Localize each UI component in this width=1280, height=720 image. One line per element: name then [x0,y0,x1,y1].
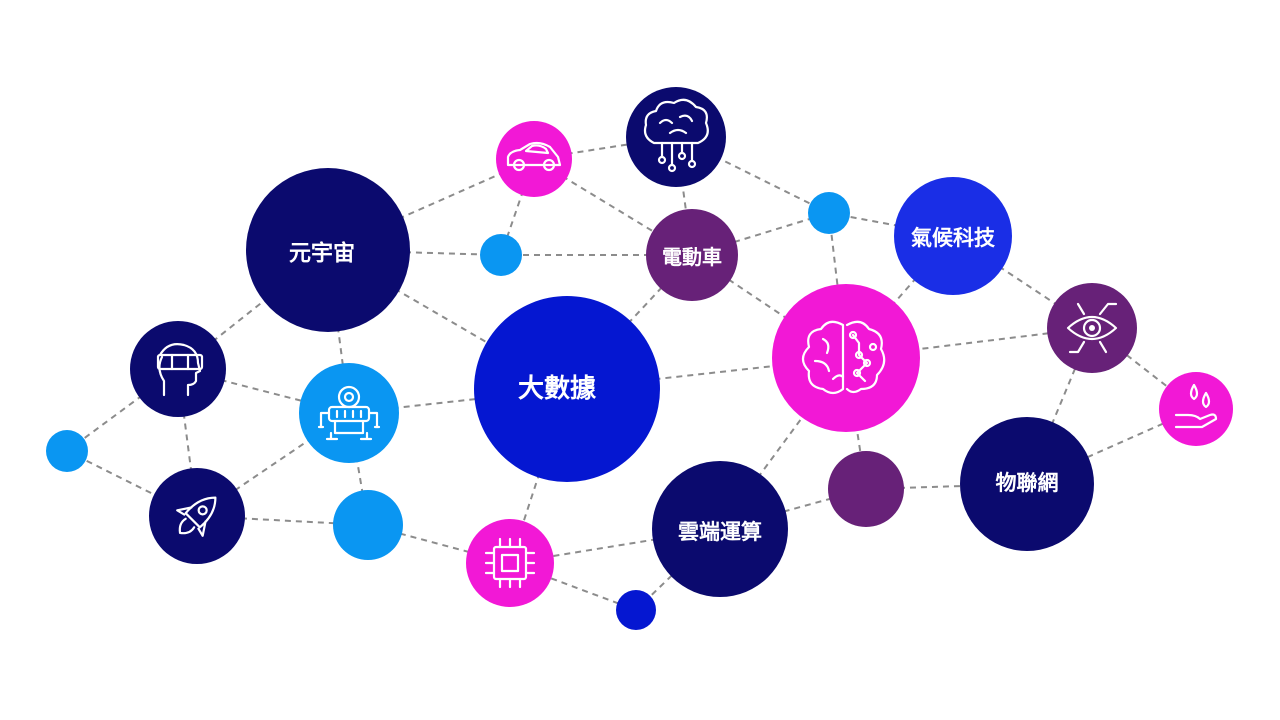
brain-icon [801,320,886,395]
node-circle [246,168,410,332]
node-circle [894,177,1012,295]
node-vr-headset[interactable] [130,321,226,417]
node-ai-brain[interactable] [772,284,920,432]
robot-icon [317,385,381,441]
eye-icon [1066,302,1118,354]
edge-robot-dot-c [348,412,369,526]
node-circle [828,451,904,527]
node-dot-e[interactable] [616,590,656,630]
node-rocket[interactable] [149,468,245,564]
edge-metaverse-dot-a [327,249,502,256]
node-water-hand[interactable] [1159,372,1233,446]
node-circle [46,430,88,472]
car-icon [506,141,562,172]
node-circle [772,284,920,432]
node-circle [496,121,572,197]
node-circle [299,363,399,463]
node-label-big-data: 大數據 [518,374,597,404]
node-circle [474,296,660,482]
edge-ai-brain-digital-eye [845,327,1093,359]
node-big-data[interactable]: 大數據 [474,296,660,482]
node-climate-tech[interactable]: 氣候科技 [894,177,1012,295]
node-digital-eye[interactable] [1047,283,1137,373]
node-circle [808,192,850,234]
node-dot-b[interactable] [808,192,850,234]
node-label-climate-tech: 氣候科技 [911,226,996,250]
rocket-icon [176,496,217,537]
node-label-cloud-computing: 雲端運算 [678,520,762,544]
node-circle [149,468,245,564]
tree-circuit-icon [643,98,709,173]
node-circle [616,590,656,630]
node-chip[interactable] [466,519,554,607]
node-circle [466,519,554,607]
node-circle [960,417,1094,551]
node-tree-circuit[interactable] [626,87,726,187]
node-car[interactable] [496,121,572,197]
water-hand-icon [1174,383,1218,429]
node-circle [1159,372,1233,446]
node-label-iot: 物聯網 [996,471,1059,495]
node-circle [652,461,788,597]
node-dot-f[interactable] [828,451,904,527]
node-robot[interactable] [299,363,399,463]
node-label-metaverse: 元宇宙 [289,241,355,267]
node-metaverse[interactable]: 元宇宙 [246,168,410,332]
node-dot-c[interactable] [333,490,403,560]
node-circle [646,209,738,301]
node-cloud-computing[interactable]: 雲端運算 [652,461,788,597]
node-circle [333,490,403,560]
edge-robot-rocket [196,412,350,517]
node-circle [480,234,522,276]
node-dot-a[interactable] [480,234,522,276]
node-iot[interactable]: 物聯網 [960,417,1094,551]
chip-icon [484,537,536,589]
vr-headset-icon [156,343,204,397]
node-dot-d[interactable] [46,430,88,472]
node-electric-vehicle[interactable]: 電動車 [646,209,738,301]
node-label-electric-vehicle: 電動車 [662,245,722,269]
